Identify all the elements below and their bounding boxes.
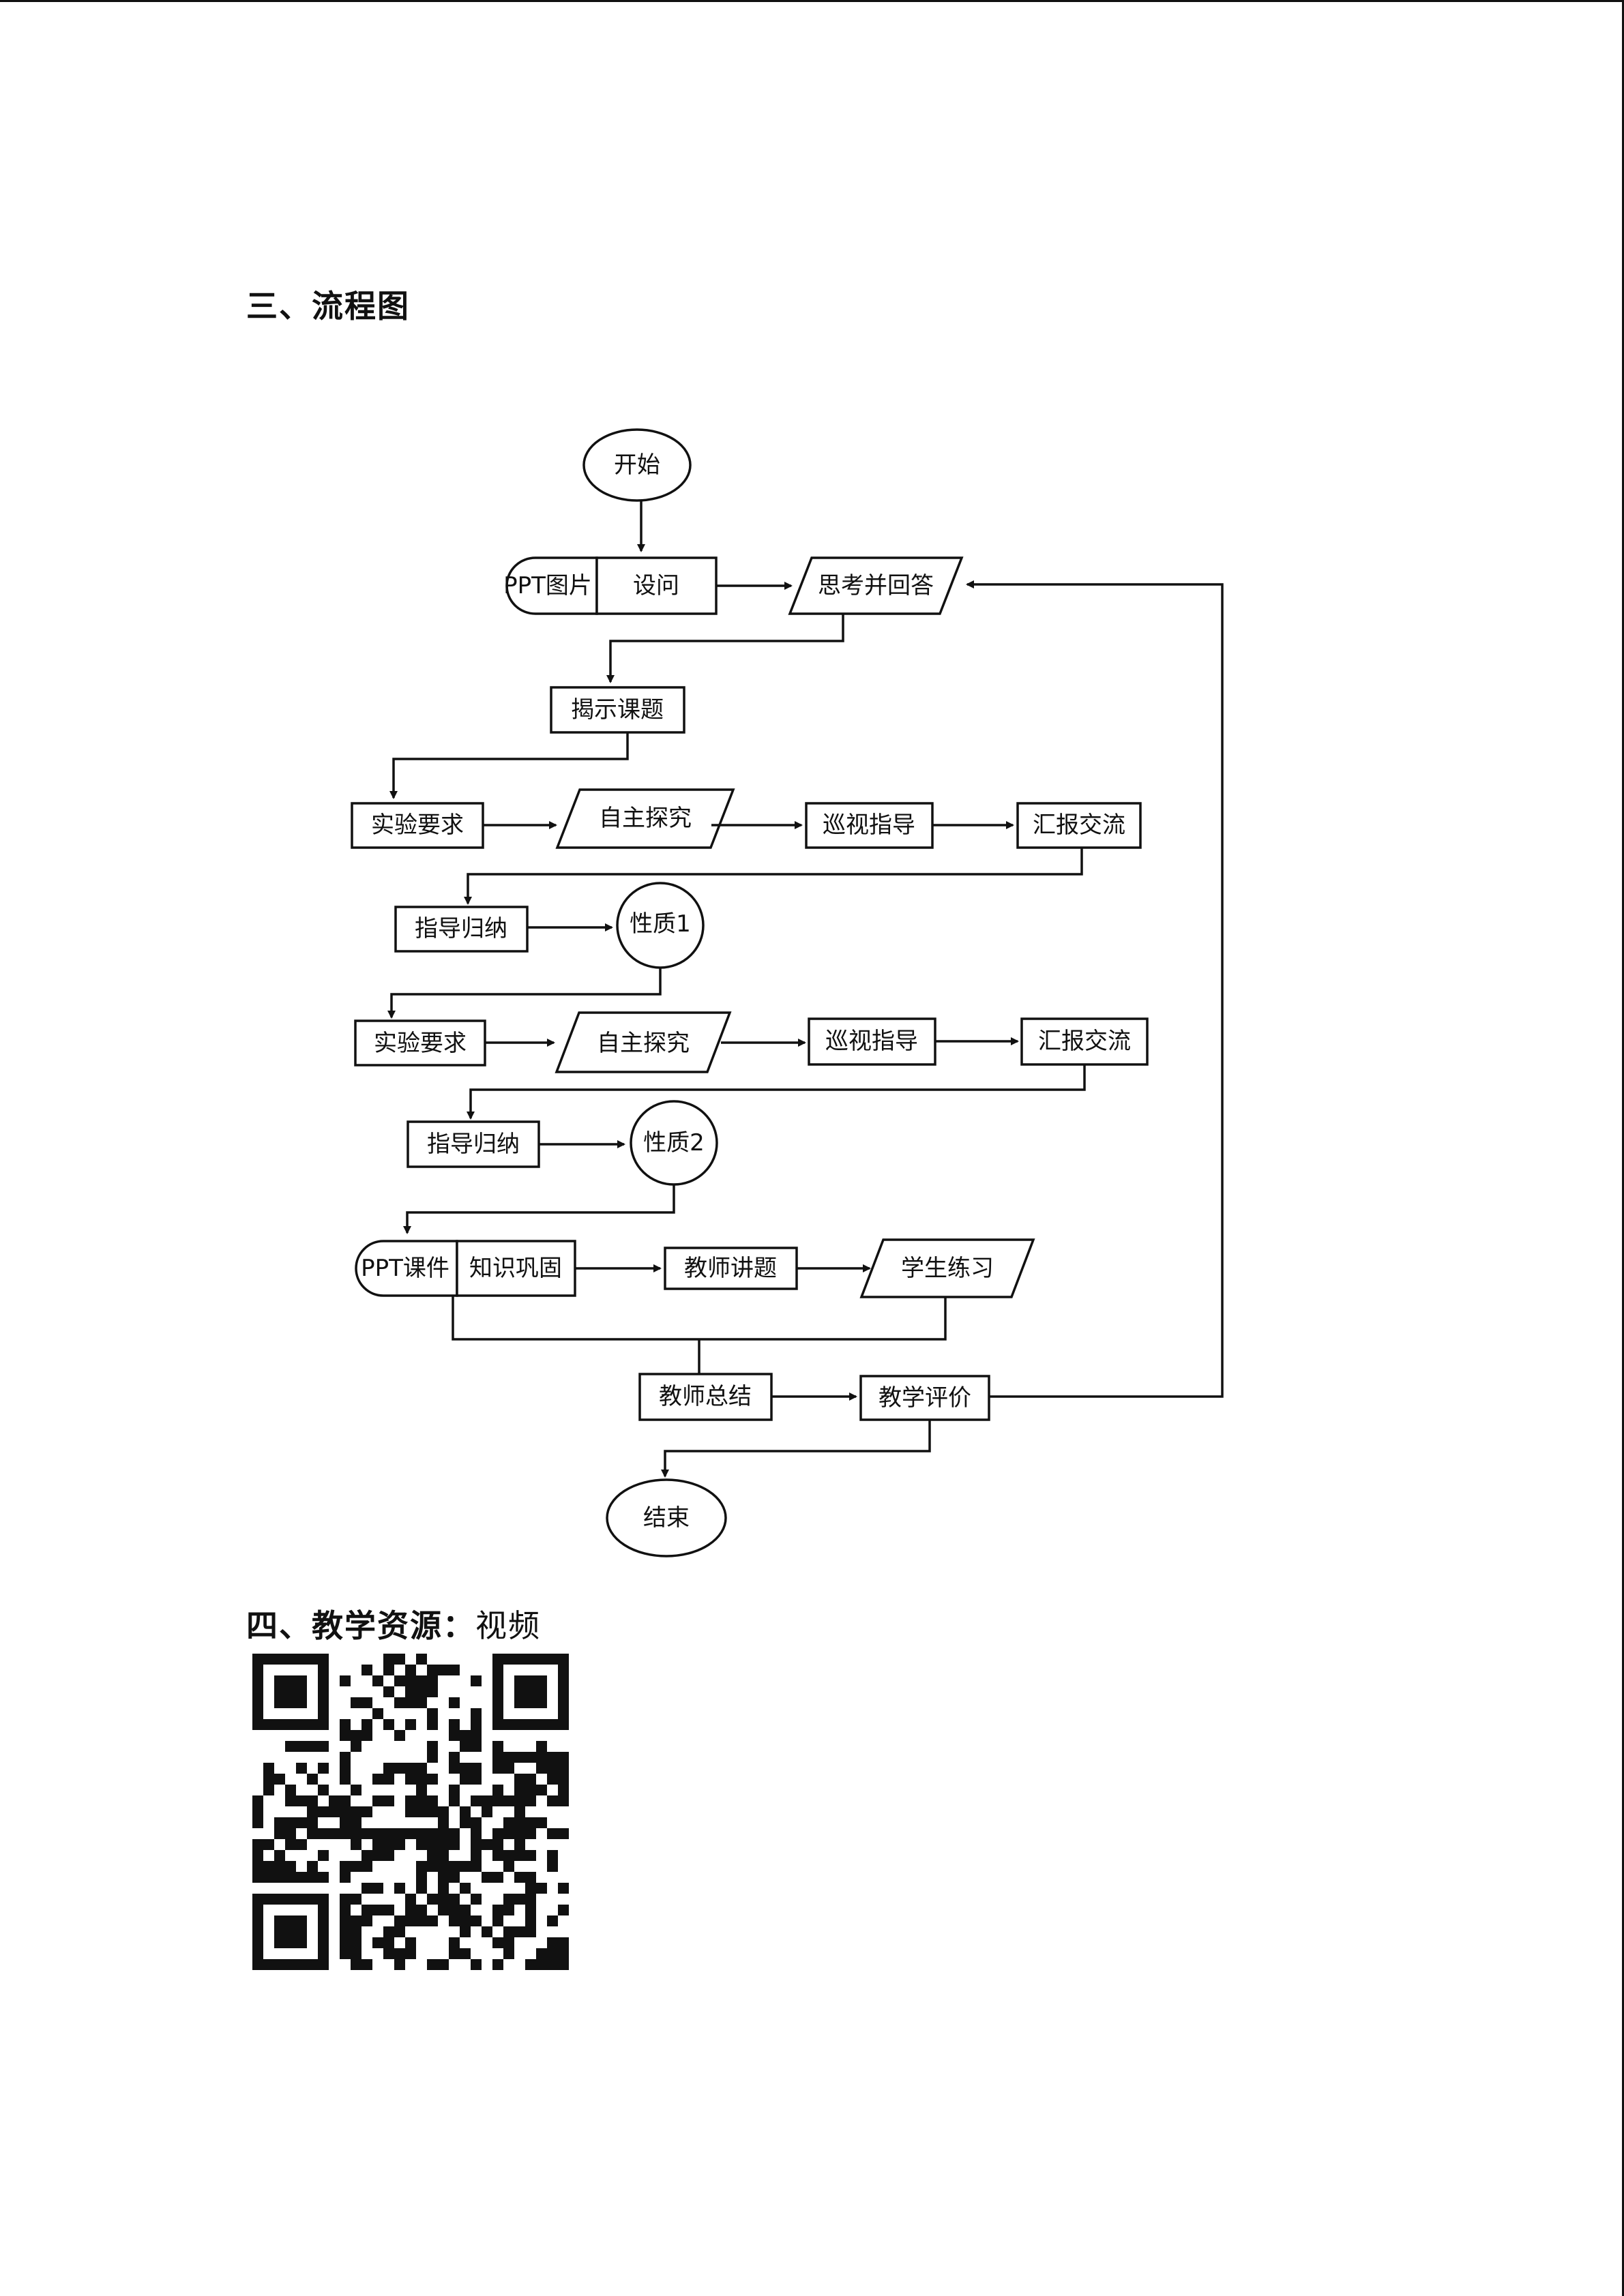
end-label: 结束 xyxy=(643,1504,690,1532)
guide-summarize-box-2 xyxy=(407,1120,540,1168)
think-answer-parallelogram xyxy=(788,556,964,615)
resources-value: 视频 xyxy=(475,1607,541,1644)
teaching-flowchart: 开始 PPT图片 设问 思考并回答 揭示课题 实验要求 自主探究 巡视指导 汇报… xyxy=(351,428,1224,1557)
ppt-courseware-shape xyxy=(355,1240,458,1297)
property-2-label: 性质2 xyxy=(643,1129,705,1157)
self-explore-label-1: 自主探究 xyxy=(599,805,692,832)
self-explore-parallelogram-1 xyxy=(555,788,735,849)
patrol-guide-box-2 xyxy=(808,1017,936,1066)
start-terminal xyxy=(582,428,692,502)
patrol-guide-box-1 xyxy=(805,802,934,849)
property-1-label: 性质1 xyxy=(630,910,691,938)
qr-code-image[interactable] xyxy=(252,1654,569,1970)
question-label: 设问 xyxy=(633,572,679,599)
teacher-summary-label: 教师总结 xyxy=(659,1383,752,1410)
experiment-req-box-2 xyxy=(354,1019,486,1067)
student-practice-parallelogram xyxy=(859,1238,1035,1298)
resources-heading-label: 四、教学资源： xyxy=(246,1607,475,1644)
report-exchange-box-1 xyxy=(1016,802,1142,849)
ppt-image-label: PPT图片 xyxy=(503,572,592,599)
guide-summarize-label-2: 指导归纳 xyxy=(427,1131,520,1158)
guide-summarize-label-1: 指导归纳 xyxy=(415,915,507,942)
ppt-courseware-label: PPT课件 xyxy=(361,1255,449,1282)
section-heading-resources: 四、教学资源：视频 xyxy=(246,1601,541,1646)
teaching-eval-label: 教学评价 xyxy=(879,1384,971,1412)
ppt-image-shape xyxy=(505,556,598,615)
patrol-guide-label-2: 巡视指导 xyxy=(825,1028,918,1055)
teacher-explain-label: 教师讲题 xyxy=(684,1255,777,1282)
experiment-req-label-2: 实验要求 xyxy=(374,1030,467,1057)
page-border-top xyxy=(0,0,1624,2)
start-label: 开始 xyxy=(614,451,660,479)
teacher-summary-box xyxy=(638,1373,773,1421)
report-exchange-label-2: 汇报交流 xyxy=(1038,1028,1131,1055)
teaching-eval-box xyxy=(859,1375,990,1421)
reveal-topic-label: 揭示课题 xyxy=(571,696,664,724)
reveal-topic-box xyxy=(550,686,685,734)
self-explore-parallelogram-2 xyxy=(555,1011,732,1073)
section-heading-flowchart: 三、流程图 xyxy=(246,288,410,325)
consolidate-box xyxy=(456,1240,576,1297)
self-explore-label-2: 自主探究 xyxy=(597,1030,690,1057)
patrol-guide-label-1: 巡视指导 xyxy=(823,811,915,839)
guide-summarize-box-1 xyxy=(394,906,529,953)
think-answer-label: 思考并回答 xyxy=(818,572,934,599)
experiment-req-label-1: 实验要求 xyxy=(371,811,464,839)
report-exchange-label-1: 汇报交流 xyxy=(1033,811,1125,839)
student-practice-label: 学生练习 xyxy=(901,1255,994,1282)
end-terminal xyxy=(606,1478,727,1557)
consolidate-label: 知识巩固 xyxy=(469,1255,562,1282)
page-border-right xyxy=(1622,0,1624,2296)
